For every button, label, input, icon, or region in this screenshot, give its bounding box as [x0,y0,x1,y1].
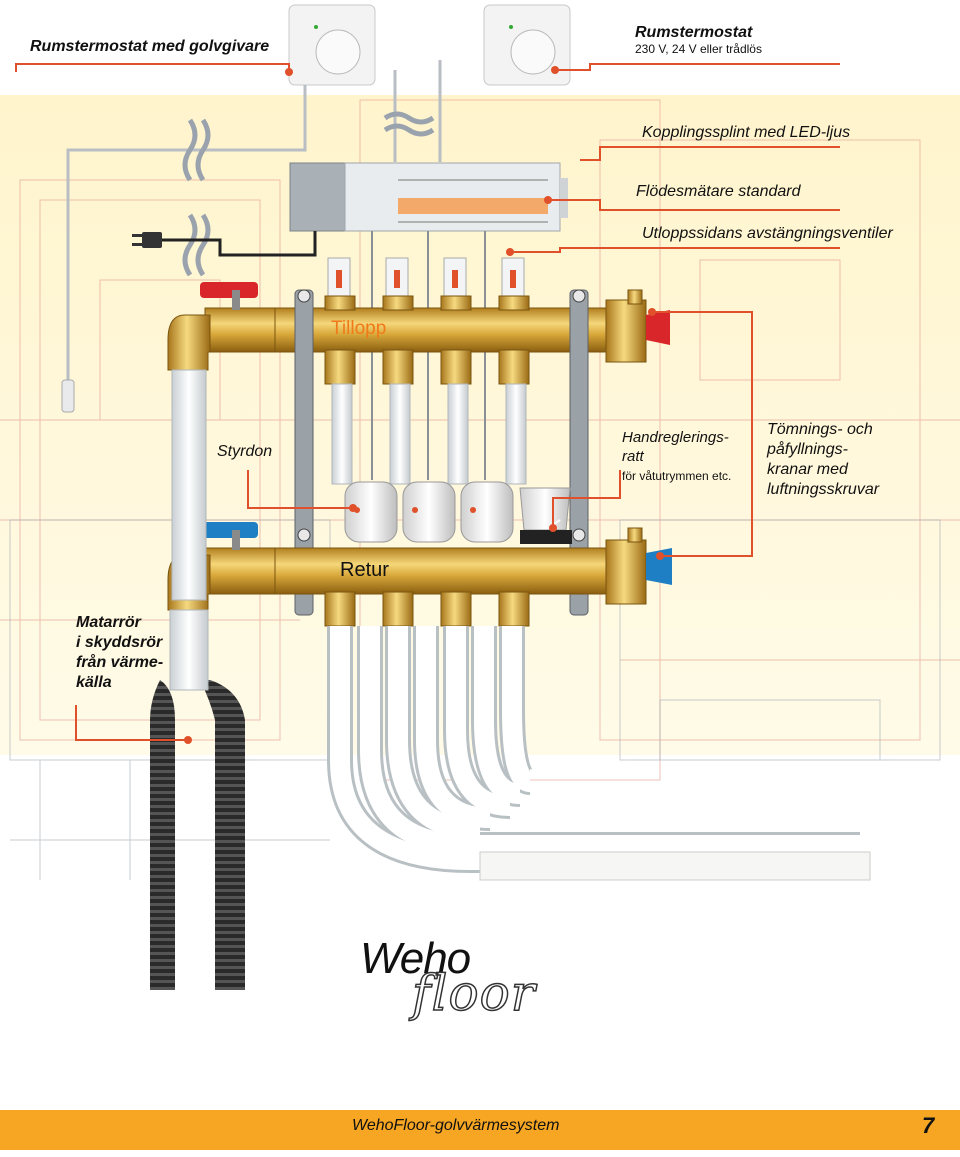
feed-label-1: Matarrör [76,614,141,631]
thermostat-floor-sensor-label: Rumstermostat med golvgivare [30,38,270,55]
actuator-label: Styrdon [217,443,273,460]
power-plug [132,232,162,248]
manifold-brackets [294,289,589,616]
distribution-pipes [331,383,527,485]
return-label: Retur [340,559,389,581]
drain-label-4: luftningsskruvar [767,481,880,498]
logo-floor: floor [411,963,536,1023]
wehofloor-logo: Weho floor [360,930,600,1030]
feed-label-4: källa [76,674,112,691]
outlet-valves-label: Utloppssidans avstängningsventiler [642,225,893,242]
supply-label: Tillopp [331,318,387,339]
thermostat-right [483,4,571,86]
feed-label-3: från värme- [76,654,164,671]
floor-sensor [61,379,75,413]
return-drain-valve [605,527,672,605]
drain-label-3: kranar med [767,461,848,478]
logo-weho: Weho [360,934,471,983]
actuator-cables [371,231,486,480]
drain-label-2: påfyllnings- [767,441,848,458]
thermostat-cables [66,60,442,395]
leader-dots [184,66,664,744]
protective-conduits [150,609,245,990]
floor-strip [479,851,871,881]
feed-label-2: i skyddsrör [76,634,163,651]
hand-knob-label-2: ratt [622,448,644,465]
supply-drain-valve [605,289,670,363]
flow-meter-label: Flödesmätare standard [636,183,801,200]
hand-knob [519,487,572,544]
supply-ball-valve [167,282,276,371]
page-number: 7 [922,1113,935,1138]
supply-feed-pipe [171,369,207,601]
wiring-centre [289,162,568,232]
thermostat-sub-label: 230 V, 24 V eller trådlös [635,42,762,56]
thermostat-title-label: Rumstermostat [635,24,753,41]
hand-knob-label-1: Handreglerings- [622,429,729,446]
power-cord [160,231,317,257]
wiring-centre-label: Kopplingssplint med LED-ljus [642,124,851,141]
flow-meters [327,257,525,299]
drain-label-1: Tömnings- och [767,421,873,438]
floor-loops-highlight [330,626,860,870]
footer-bar [0,1110,960,1150]
thermostat-left [288,4,376,86]
break-symbols [182,111,435,277]
return-manifold [269,547,611,627]
leader-lines [15,63,840,741]
hand-knob-label-3: för våtutrymmen etc. [622,469,732,483]
footer-title: WehoFloor-golvvärmesystem [352,1117,560,1134]
actuators [344,481,514,543]
